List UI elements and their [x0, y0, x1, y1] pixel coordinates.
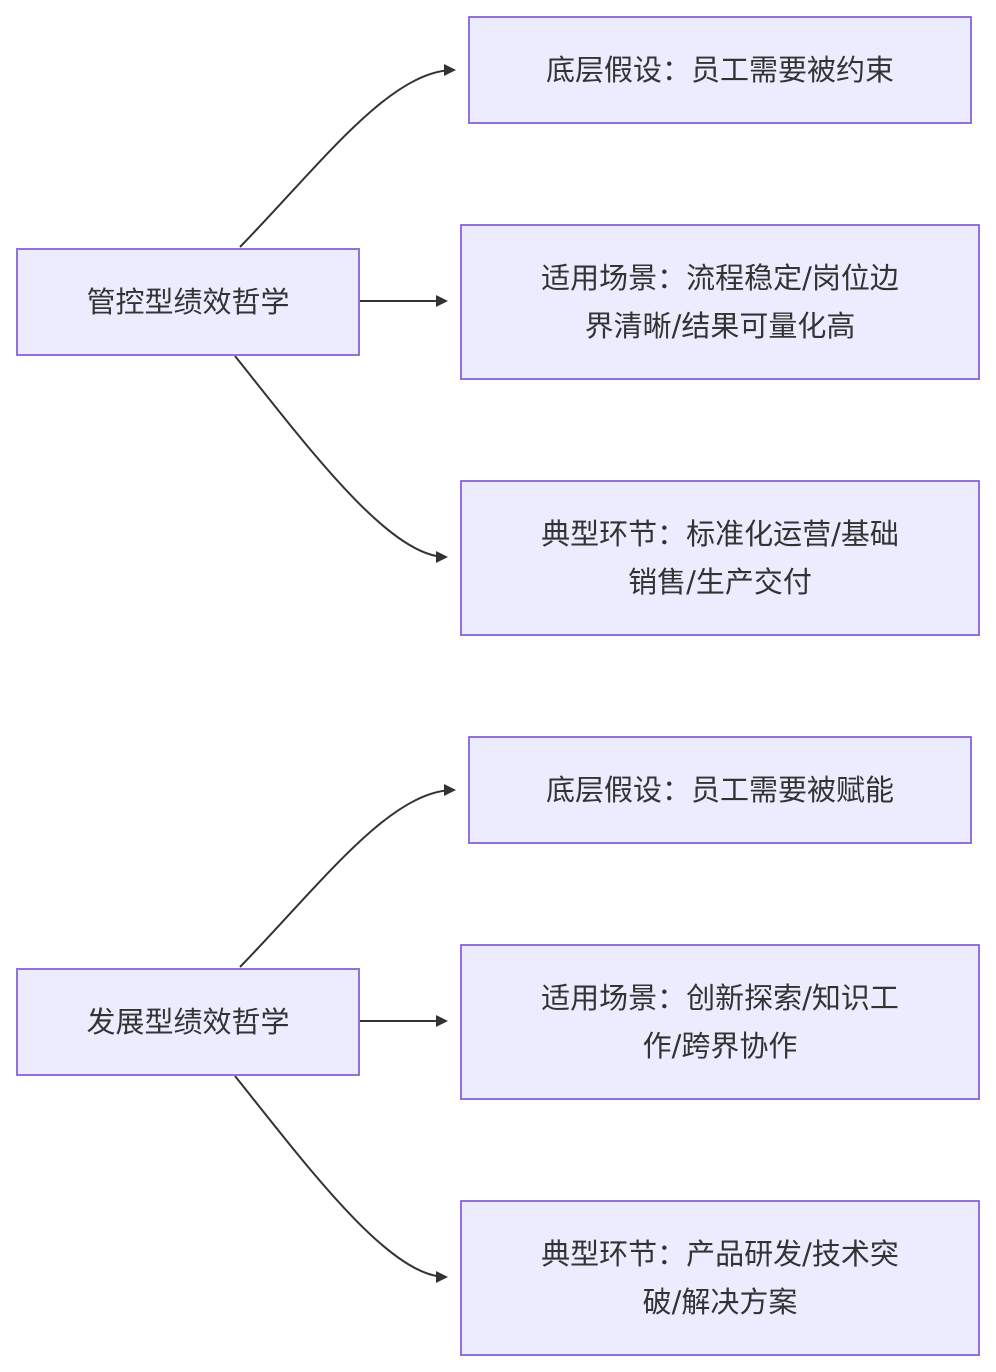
- edge-control-to-assumption: [239, 64, 456, 248]
- child-node-control-stage: 典型环节：标准化运营/基础销售/生产交付: [460, 480, 980, 636]
- child-node-label: 适用场景：创新探索/知识工作/跨界协作: [541, 981, 899, 1063]
- edge-control-to-stage: [234, 355, 448, 563]
- child-node-growth-assumption: 底层假设：员工需要被赋能: [468, 736, 972, 844]
- child-node-control-assumption: 底层假设：员工需要被约束: [468, 16, 972, 124]
- child-node-growth-scenario: 适用场景：创新探索/知识工作/跨界协作: [460, 944, 980, 1100]
- root-node-control: 管控型绩效哲学: [16, 248, 360, 356]
- child-node-control-scenario: 适用场景：流程稳定/岗位边界清晰/结果可量化高: [460, 224, 980, 380]
- root-node-control-label: 管控型绩效哲学: [86, 285, 290, 319]
- child-node-label: 典型环节：标准化运营/基础销售/生产交付: [541, 517, 899, 599]
- root-node-growth: 发展型绩效哲学: [16, 968, 360, 1076]
- edge-growth-to-assumption: [239, 784, 456, 968]
- edge-growth-to-stage: [234, 1075, 448, 1283]
- child-node-label: 底层假设：员工需要被赋能: [545, 773, 894, 807]
- child-node-growth-stage: 典型环节：产品研发/技术突破/解决方案: [460, 1200, 980, 1356]
- child-node-label: 典型环节：产品研发/技术突破/解决方案: [541, 1237, 899, 1319]
- child-node-label: 底层假设：员工需要被约束: [545, 53, 894, 87]
- root-node-growth-label: 发展型绩效哲学: [86, 1005, 290, 1039]
- child-node-label: 适用场景：流程稳定/岗位边界清晰/结果可量化高: [541, 261, 899, 343]
